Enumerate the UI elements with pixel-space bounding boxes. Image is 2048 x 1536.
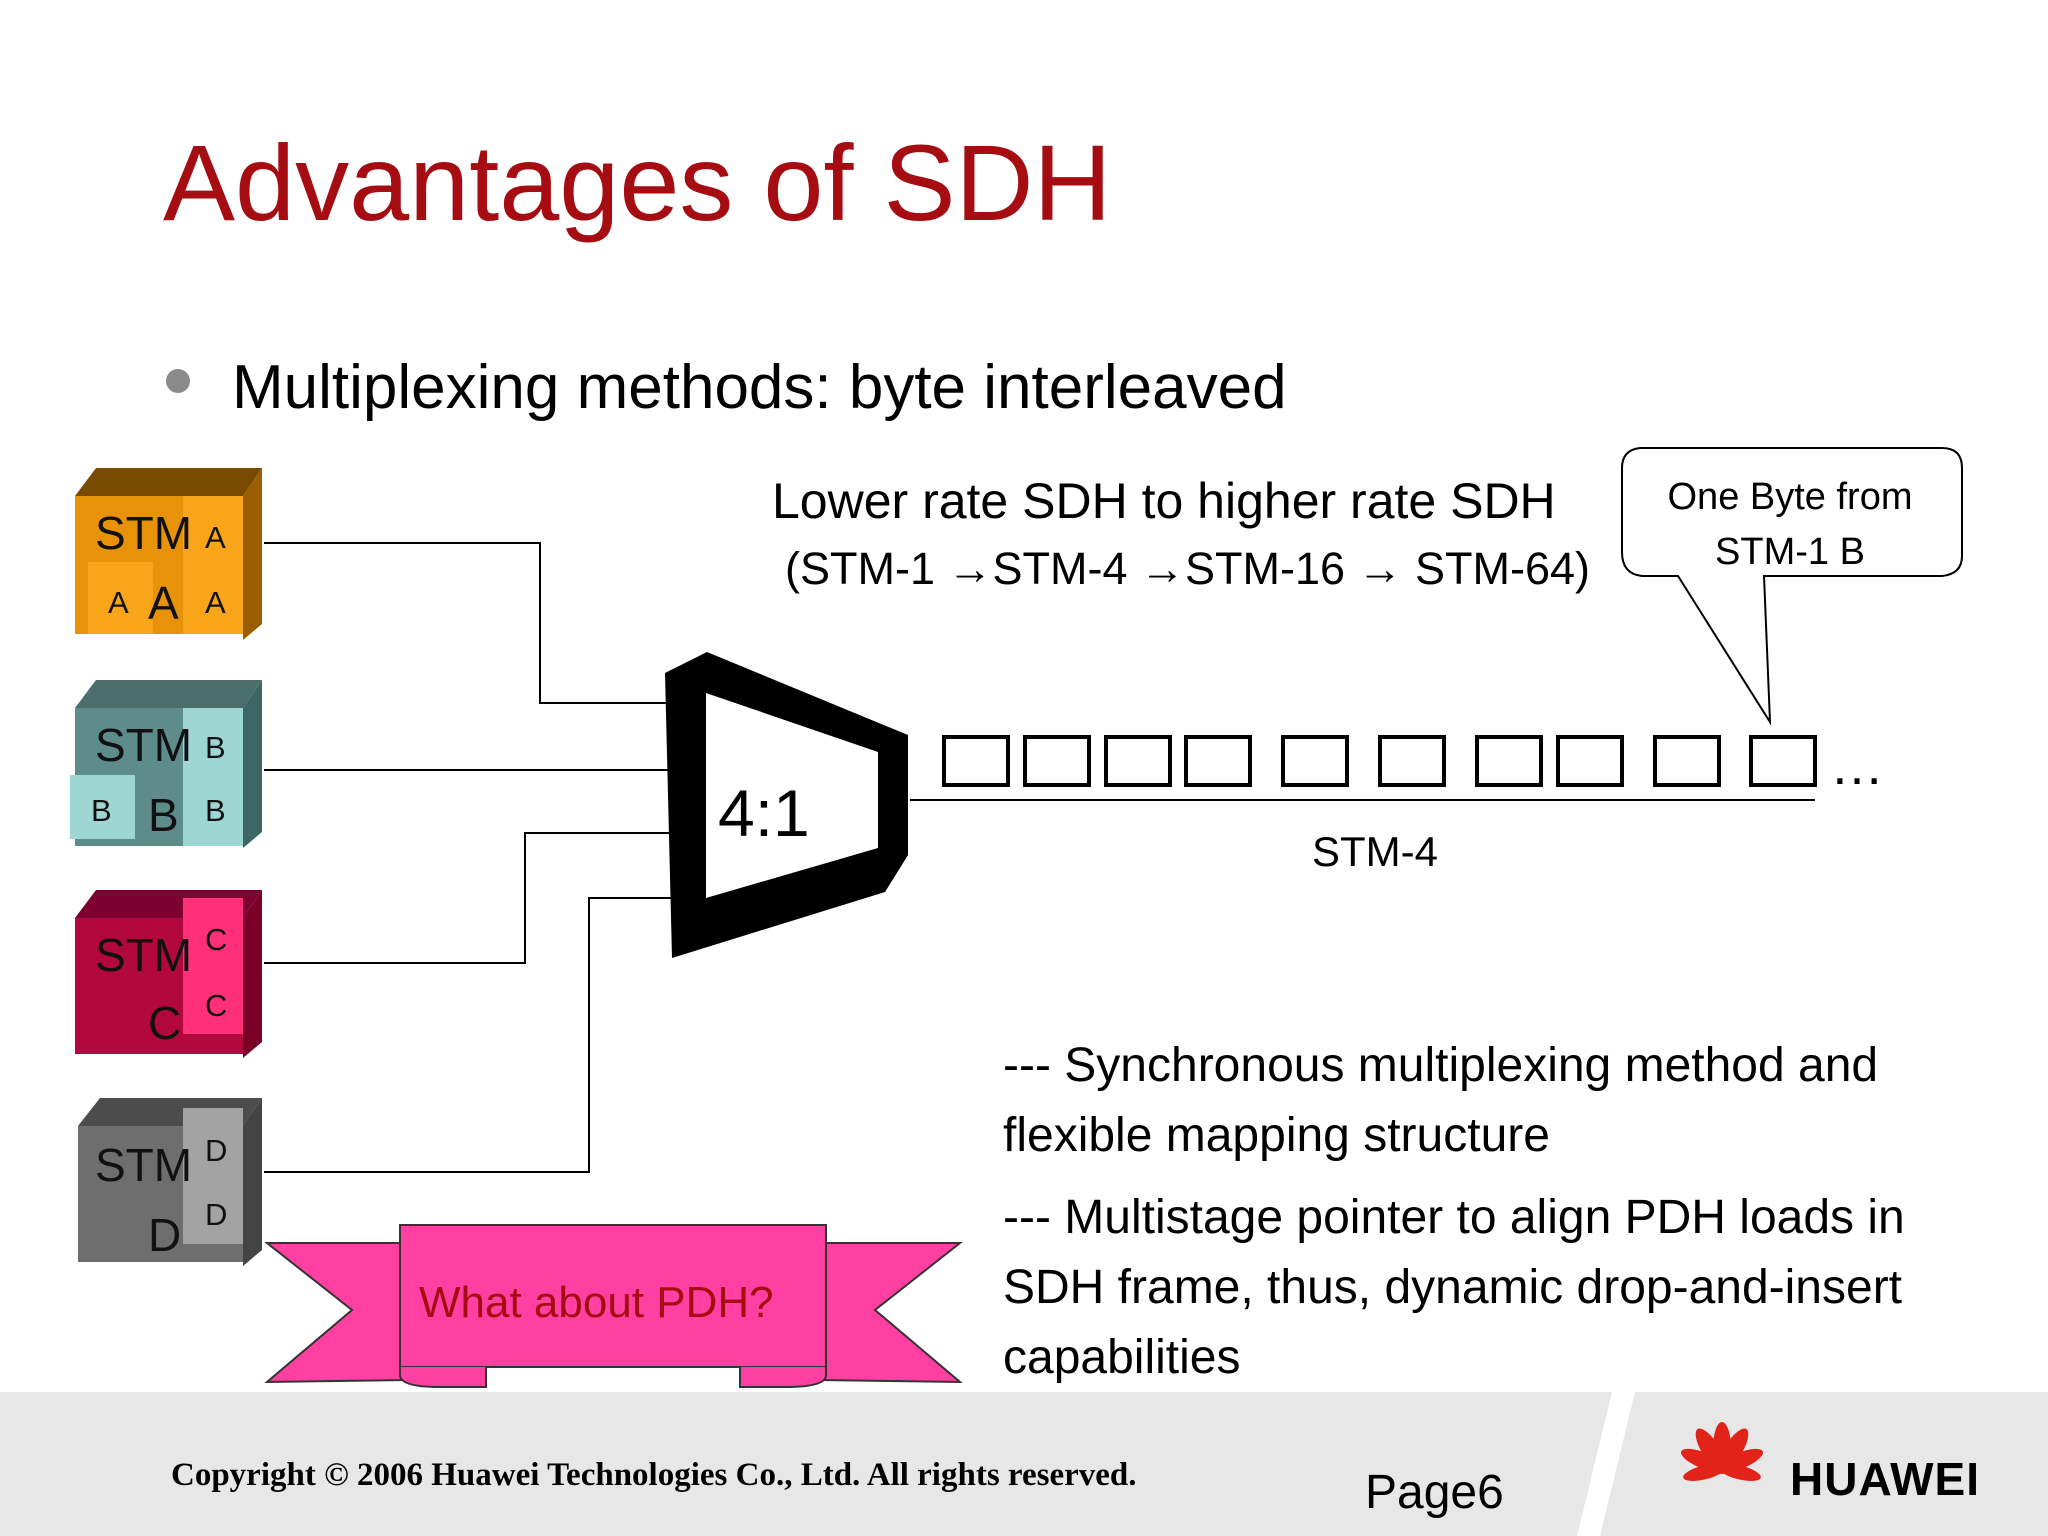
copyright-text: Copyright © 2006 Huawei Technologies Co.… [171,1457,1137,1493]
page-number: Page6 [1365,1466,1504,1519]
cube-b-stm-label: STM [95,719,193,771]
stm-chain: (STM-1 →STM-4 →STM-16 → STM-64) [785,543,1591,594]
cube-a-letter-3: A [148,577,179,629]
footer-divider [1577,1392,1635,1536]
line-a [264,542,676,704]
lower-rate-heading: Lower rate SDH to higher rate SDH [772,473,1556,529]
cube-b [70,680,262,848]
body-line-5: capabilities [1003,1331,1241,1384]
output-stm4-label: STM-4 [1312,828,1438,875]
connection-lines [264,542,1815,1173]
cube-a-letter-4: A [205,585,226,620]
cube-c-letter-3: C [205,988,228,1023]
cube-b-letter-3: B [148,789,179,841]
cube-d-letter-2: D [148,1209,182,1261]
multiplexer [665,652,908,958]
brand-wordmark: HUAWEI [1790,1453,1980,1505]
cube-a [75,468,262,640]
cube-c [75,890,262,1058]
cube-b-letter-1: B [205,730,226,765]
bullet-dot [166,369,190,393]
callout-bubble [1621,447,1963,726]
cube-a-stm-label: STM [95,507,193,559]
cube-b-letter-4: B [205,793,226,828]
cube-a-letter-1: A [205,520,226,555]
huawei-logo-icon [1681,1422,1763,1481]
mux-ratio-label: 4:1 [718,776,810,850]
body-line-1: --- Synchronous multiplexing method and [1003,1039,1879,1092]
bullet-text: Multiplexing methods: byte interleaved [232,353,1287,422]
ellipsis: … [1830,736,1886,796]
cube-c-letter-2: C [148,997,182,1049]
cube-d [78,1098,262,1266]
banner-text: What about PDH? [419,1278,774,1327]
cube-d-letter-1: D [205,1133,228,1168]
frame-boxes [942,735,1817,787]
callout-text: One Byte from STM-1 B [1667,476,1913,573]
line-d [264,897,676,1173]
cube-c-letter-1: C [205,922,228,957]
cube-d-stm-label: STM [95,1139,193,1191]
cube-d-letter-3: D [205,1197,228,1232]
body-line-4: SDH frame, thus, dynamic drop-and-insert [1003,1261,1903,1314]
body-line-2: flexible mapping structure [1003,1109,1550,1162]
cube-a-letter-2: A [108,585,129,620]
slide-title: Advantages of SDH [163,122,1112,243]
body-line-3: --- Multistage pointer to align PDH load… [1003,1191,1905,1244]
cube-c-stm-label: STM [95,929,193,981]
cube-b-letter-2: B [91,793,112,828]
pdh-banner [264,1224,963,1388]
line-c [264,832,676,964]
